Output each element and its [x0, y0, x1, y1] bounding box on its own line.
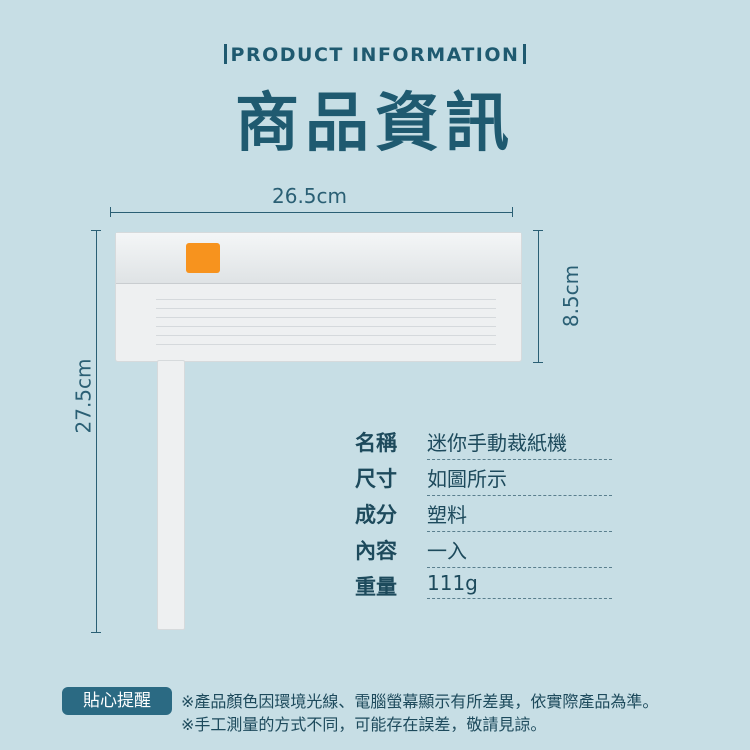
spec-label: 內容 [355, 539, 397, 563]
spec-label: 成分 [355, 503, 397, 527]
height-dimension-line [538, 230, 539, 362]
subtitle-text: PRODUCT INFORMATION [230, 44, 520, 66]
cutting-board [156, 291, 496, 353]
width-dimension-line [110, 212, 512, 213]
cutter-blade [186, 243, 220, 273]
page-title: 商品資訊 [235, 87, 515, 161]
notice-line-1: ※產品顏色因環境光線、電腦螢幕顯示有所差異，依實際產品為準。 [181, 692, 659, 711]
cutter-rail [116, 233, 521, 284]
height-label: 8.5cm [559, 264, 584, 328]
spec-label: 重量 [355, 575, 397, 599]
paper-cutter-image [115, 232, 522, 362]
cutter-extension-arm [157, 360, 185, 630]
spec-value: 迷你手動裁紙機 [427, 427, 612, 460]
notice-line-2: ※手工測量的方式不同，可能存在誤差，敬請見諒。 [181, 715, 547, 734]
width-label: 26.5cm [272, 184, 348, 208]
spec-value: 如圖所示 [427, 463, 612, 496]
subtitle: PRODUCT INFORMATION [0, 44, 750, 66]
notice-badge: 貼心提醒 [62, 687, 172, 715]
length-dimension-line [96, 230, 97, 632]
spec-label: 名稱 [355, 431, 397, 455]
spec-value: 一入 [427, 535, 612, 568]
spec-value: 111g [427, 571, 612, 599]
length-label: 27.5cm [71, 358, 96, 434]
spec-value: 塑料 [427, 499, 612, 532]
spec-label: 尺寸 [355, 467, 397, 491]
